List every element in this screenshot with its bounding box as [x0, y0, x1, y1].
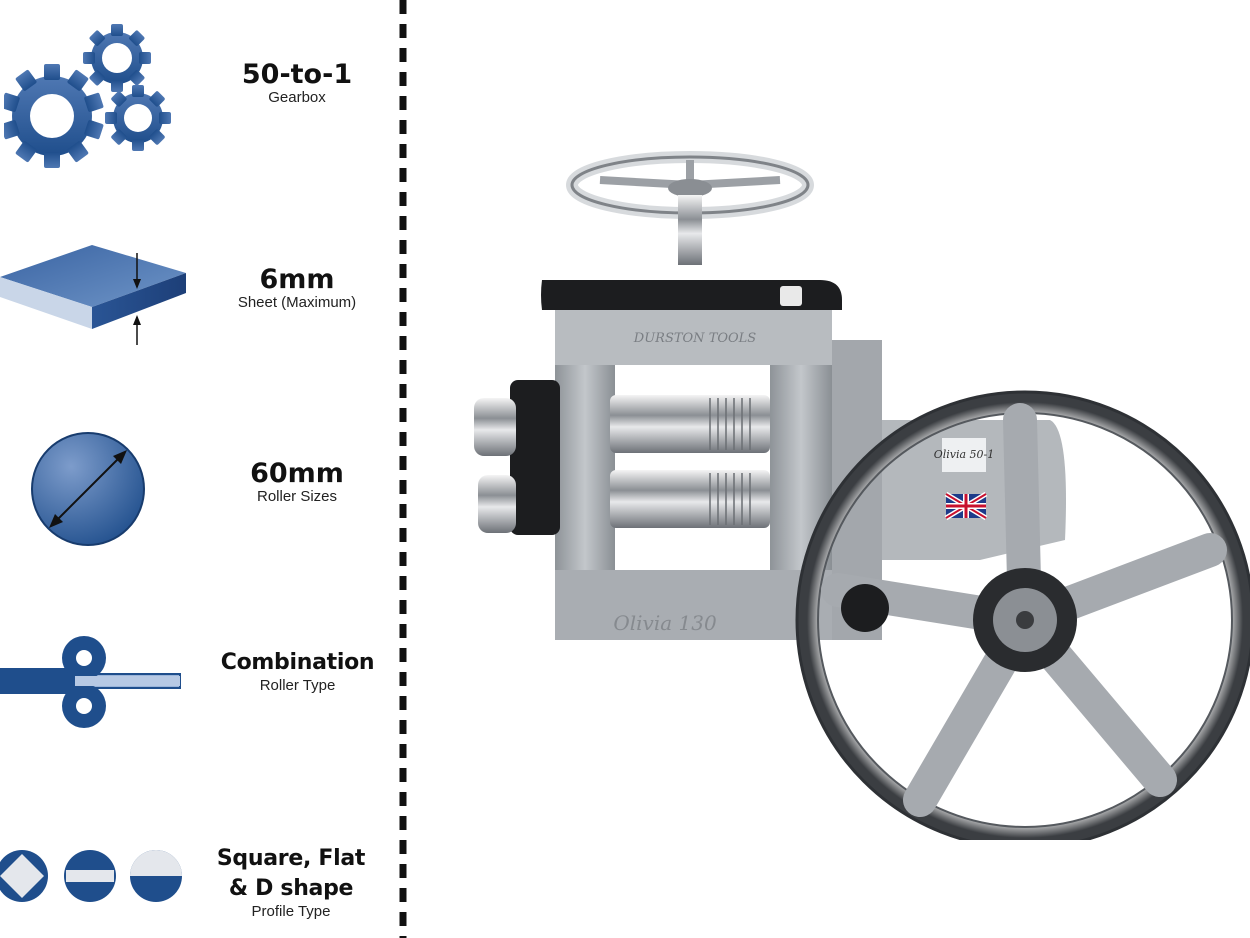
rolling-mill-image: DURSTON TOOLS Olivia 130 Olivia 50-1	[474, 151, 1250, 840]
feature-value: 60mm	[250, 458, 344, 489]
feature-caption: Roller Type	[259, 677, 336, 694]
frame-plate-text: DURSTON TOOLS	[633, 331, 757, 346]
combination-roller-icon	[0, 636, 181, 728]
gears-icon	[4, 24, 171, 168]
roller-diameter-icon	[31, 432, 145, 546]
feature-caption: Sheet (Maximum)	[237, 294, 357, 311]
feature-value: 6mm	[259, 264, 335, 295]
feature-caption: Gearbox	[268, 89, 326, 106]
union-flag-icon	[944, 491, 988, 521]
feature-value-line1: Square, Flat	[216, 846, 366, 871]
feature-caption: Profile Type	[251, 903, 331, 920]
dashed-divider	[399, 0, 407, 938]
feature-value: Combination	[220, 650, 375, 675]
side-plate-text: Olivia 50-1	[934, 448, 995, 461]
feature-value: 50-to-1	[241, 59, 353, 90]
feature-value-line2: & D shape	[228, 876, 354, 901]
base-text: Olivia 130	[613, 611, 717, 635]
profile-shapes-icon	[0, 850, 182, 902]
feature-caption: Roller Sizes	[256, 488, 338, 505]
sheet-thickness-icon	[0, 245, 186, 345]
